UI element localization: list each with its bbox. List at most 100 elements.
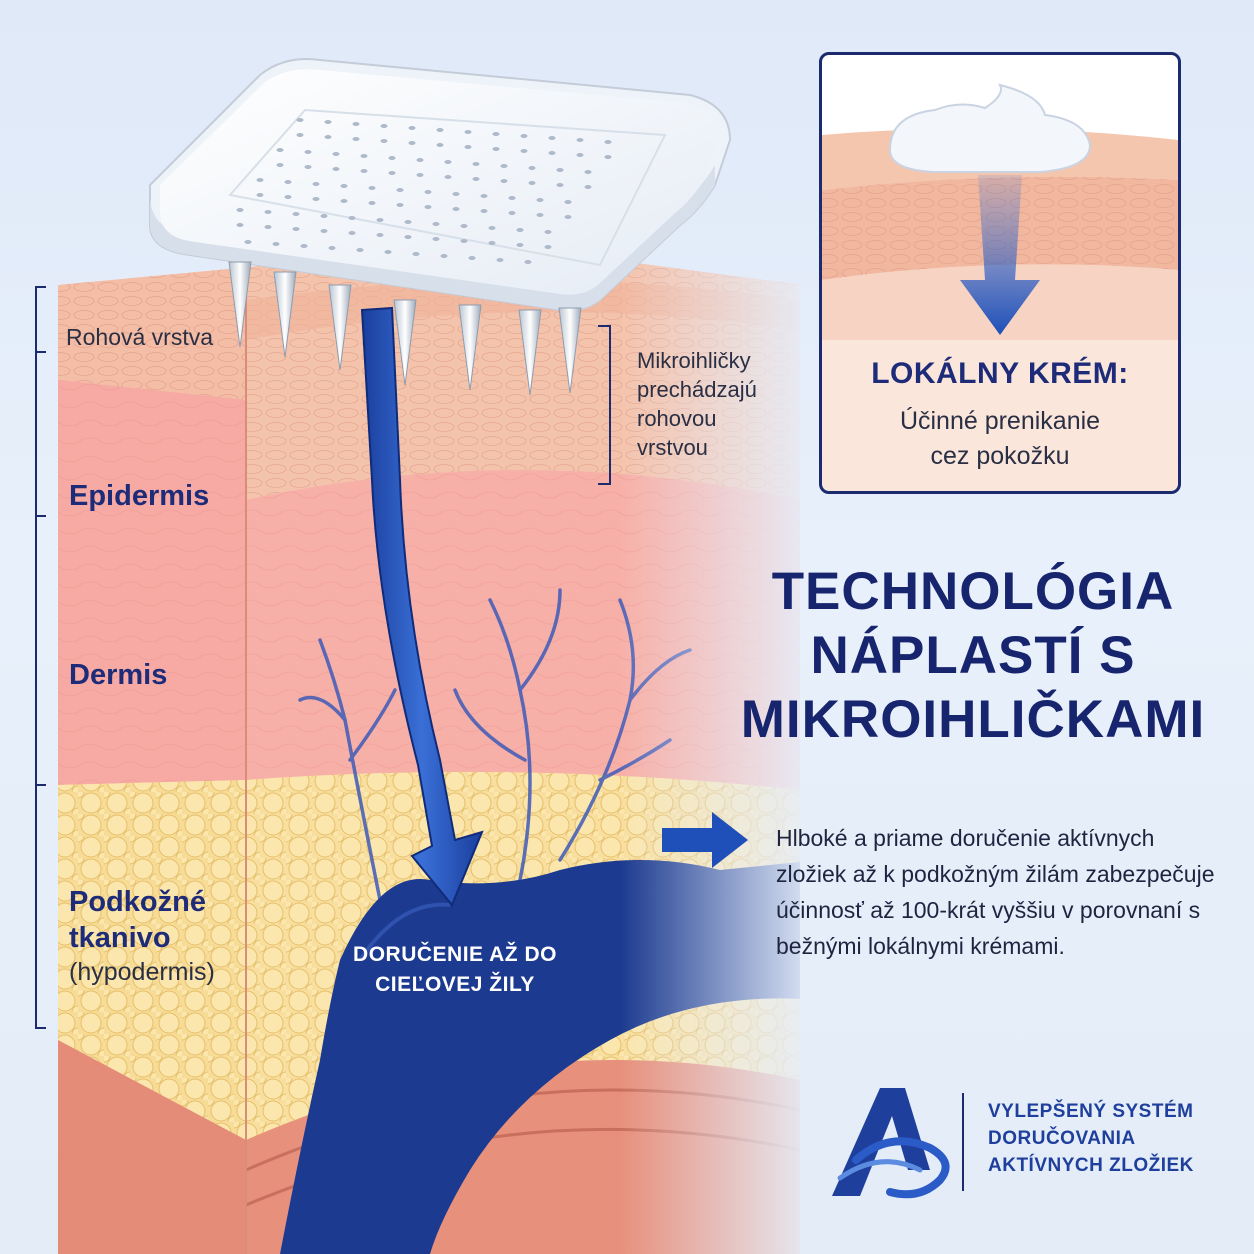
patch-perforation: [584, 170, 592, 174]
patch-perforation: [508, 211, 516, 215]
patch-perforation: [360, 169, 368, 173]
brand-logo-graphic: [832, 1088, 950, 1199]
label-hypodermis-main: Podkožné tkanivo: [69, 886, 206, 954]
patch-perforation: [492, 147, 500, 151]
patch-perforation: [340, 199, 348, 203]
patch-perforation: [444, 175, 452, 179]
patch-perforation: [416, 158, 424, 162]
patch-perforation: [256, 178, 264, 182]
patch-perforation: [432, 237, 440, 241]
patch-perforation: [348, 216, 356, 220]
patch-perforation: [404, 235, 412, 239]
patch-perforation: [440, 254, 448, 258]
patch-perforation: [272, 242, 280, 246]
patch-perforation: [548, 136, 556, 140]
patch-perforation: [528, 166, 536, 170]
microneedle: [273, 271, 297, 358]
patch-perforation: [340, 184, 348, 188]
patch-perforation: [368, 186, 376, 190]
patch-perforation: [436, 128, 444, 132]
patch-perforation: [352, 122, 360, 126]
patch-perforation: [284, 180, 292, 184]
patch-perforation: [556, 168, 564, 172]
patch-perforation: [544, 230, 552, 234]
patch-perforation: [508, 196, 516, 200]
patch-perforation: [416, 173, 424, 177]
patch-perforation: [264, 225, 272, 229]
patch-perforation: [376, 233, 384, 237]
patch-perforation: [576, 153, 584, 157]
patch-perforation: [500, 179, 508, 183]
patch-perforation: [412, 252, 420, 256]
microneedle: [518, 309, 542, 396]
patch-perforation: [352, 137, 360, 141]
patch-perforation: [332, 152, 340, 156]
patch-perforation: [432, 222, 440, 226]
patch-perforation: [548, 151, 556, 155]
label-hypodermis: Podkožné tkanivo (hypodermis): [69, 884, 219, 988]
patch-perforation: [472, 177, 480, 181]
inset-body: Účinné prenikanie cez pokožku: [899, 407, 1101, 470]
patch-perforation: [236, 223, 244, 227]
patch-perforation: [396, 203, 404, 207]
patch-perforation: [516, 228, 524, 232]
patch-perforation: [284, 195, 292, 199]
patch-perforation: [480, 194, 488, 198]
label-epidermis: Epidermis: [69, 480, 210, 512]
patch-perforation: [324, 135, 332, 139]
patch-perforation: [576, 138, 584, 142]
patch-perforation: [584, 185, 592, 189]
patch-perforation: [556, 183, 564, 187]
patch-perforation: [384, 250, 392, 254]
patch-perforation: [452, 192, 460, 196]
patch-perforation: [408, 126, 416, 130]
description-text: Hlboké a priame doručenie aktívnych zlož…: [776, 825, 1215, 959]
microneedle: [458, 304, 482, 391]
page-title: TECHNOLÓGIA NÁPLASTÍ S MIKROIHLIČKAMI: [740, 562, 1206, 749]
patch-perforation: [460, 224, 468, 228]
patch-perforation: [492, 132, 500, 136]
patch-perforation: [604, 140, 612, 144]
microneedle: [228, 261, 252, 348]
inset-title: LOKÁLNY KRÉM:: [871, 357, 1129, 390]
patch-perforation: [520, 149, 528, 153]
topical-cream-inset: LOKÁLNY KRÉM: Účinné prenikanie cez poko…: [819, 52, 1181, 494]
vein-delivery-label: DORUČENIE AŽ DO CIEĽOVEJ ŽILY: [353, 943, 557, 996]
patch-perforation: [396, 188, 404, 192]
patch-perforation: [564, 200, 572, 204]
patch-perforation: [388, 171, 396, 175]
patch-perforation: [236, 208, 244, 212]
patch-perforation: [524, 260, 532, 264]
patch-perforation: [264, 210, 272, 214]
patch-perforation: [464, 130, 472, 134]
patch-perforation: [404, 220, 412, 224]
patch-perforation: [368, 201, 376, 205]
patch-perforation: [360, 154, 368, 158]
patch-perforation: [276, 148, 284, 152]
label-hypodermis-sub: (hypodermis): [69, 958, 215, 986]
patch-perforation: [292, 212, 300, 216]
patch-perforation: [544, 245, 552, 249]
patch-perforation: [348, 231, 356, 235]
patch-perforation: [380, 139, 388, 143]
patch-perforation: [328, 246, 336, 250]
patch-perforation: [500, 164, 508, 168]
patch-perforation: [472, 162, 480, 166]
patch-perforation: [376, 218, 384, 222]
patch-perforation: [468, 256, 476, 260]
microneedle: [558, 307, 582, 394]
patch-perforation: [380, 124, 388, 128]
patch-perforation: [488, 226, 496, 230]
patch-perforation: [296, 133, 304, 137]
patch-perforation: [528, 181, 536, 185]
patch-perforation: [312, 182, 320, 186]
patch-perforation: [424, 205, 432, 209]
patch-perforation: [536, 213, 544, 217]
patch-perforation: [460, 239, 468, 243]
patch-perforation: [276, 163, 284, 167]
patch-perforation: [320, 229, 328, 233]
microneedle-note: Mikroihličky prechádzajú rohovou vrstvou: [637, 348, 757, 460]
patch-perforation: [256, 193, 264, 197]
microneedle: [393, 299, 417, 386]
patch-perforation: [424, 190, 432, 194]
